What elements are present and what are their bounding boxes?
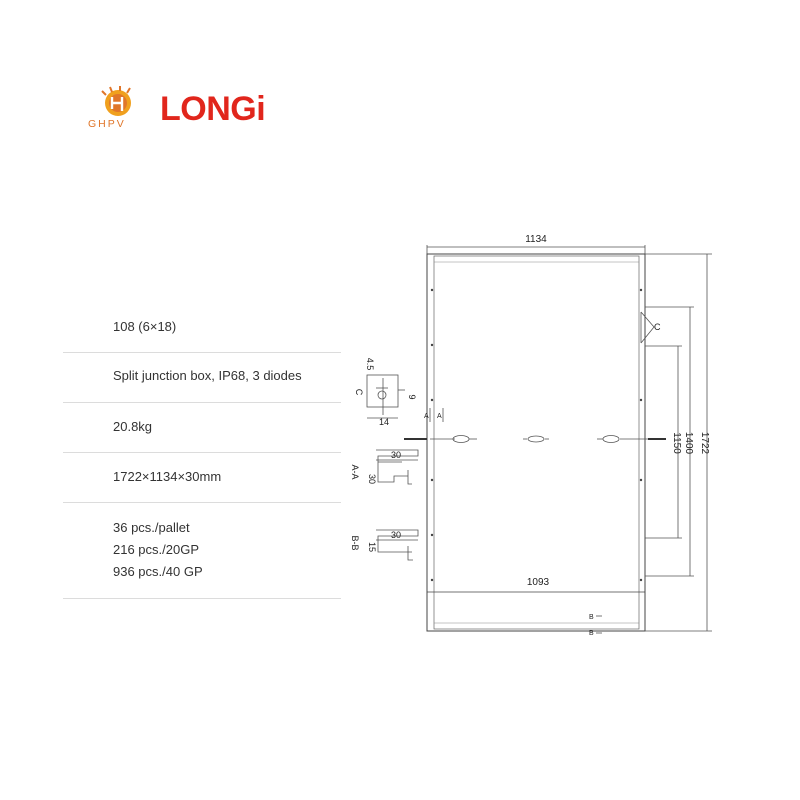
spec-packaging-line-1: 36 pcs./pallet xyxy=(113,520,190,535)
ghpv-logo-text: GHPV xyxy=(88,118,126,130)
dim-1150-label: 1150 xyxy=(671,432,682,454)
spec-row-cells: 108 (6×18) xyxy=(63,305,341,353)
dim-inner-width-label: 1093 xyxy=(527,577,550,588)
detail-c-label: C xyxy=(354,389,364,396)
section-a-right-label: A xyxy=(437,413,442,420)
section-b-top-label: B xyxy=(589,614,594,621)
section-b-bottom-label: B xyxy=(589,630,594,637)
dim-1400-label: 1400 xyxy=(683,432,694,455)
dim-9-label: 9 xyxy=(407,394,417,399)
dim-bb-30-label: 30 xyxy=(391,530,401,540)
spec-dimensions-value: 1722×1134×30mm xyxy=(113,469,222,484)
spec-cells-value: 108 (6×18) xyxy=(113,319,177,334)
dim-4-5-label: 4.5 xyxy=(365,358,375,371)
longi-logo-text: LONGi xyxy=(160,90,266,128)
spec-junction-box-value: Split junction box, IP68, 3 diodes xyxy=(113,368,302,383)
section-a-left-label: A xyxy=(424,413,429,420)
section-bb-label: B-B xyxy=(350,535,360,550)
dim-bb-15-label: 15 xyxy=(367,542,377,552)
spec-row-packaging: 36 pcs./pallet 216 pcs./20GP 936 pcs./40… xyxy=(63,503,341,599)
dim-aa-30-top-label: 30 xyxy=(391,450,401,460)
detail-c-marker-label: C xyxy=(654,322,661,332)
dim-width-label: 1134 xyxy=(525,234,547,245)
ghpv-logo-icon xyxy=(101,86,131,116)
spec-list: 108 (6×18) Split junction box, IP68, 3 d… xyxy=(63,305,341,599)
dim-height-label: 1722 xyxy=(699,432,710,455)
spec-row-weight: 20.8kg xyxy=(63,403,341,453)
brand-logos: GHPV LONGi xyxy=(88,85,288,135)
spec-weight-value: 20.8kg xyxy=(113,419,153,434)
spec-row-junction-box: Split junction box, IP68, 3 diodes xyxy=(63,353,341,403)
spec-packaging-line-2: 216 pcs./20GP xyxy=(113,542,199,557)
dim-14-label: 14 xyxy=(379,417,389,427)
spec-packaging-line-3: 936 pcs./40 GP xyxy=(113,564,203,579)
section-aa-label: A-A xyxy=(350,464,360,479)
dim-aa-30-side-label: 30 xyxy=(367,474,377,484)
spec-row-dimensions: 1722×1134×30mm xyxy=(63,453,341,503)
